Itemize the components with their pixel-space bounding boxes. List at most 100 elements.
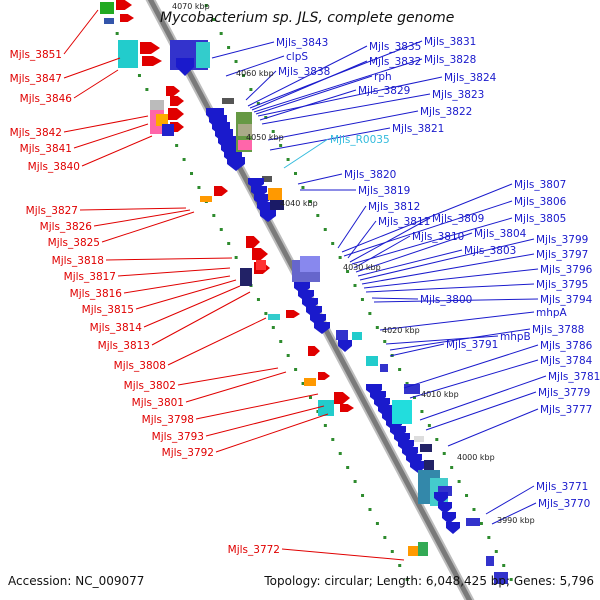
tick-dot: [286, 158, 290, 161]
gene-block: [380, 364, 388, 372]
gene-block: [466, 518, 480, 526]
leader-line: [389, 343, 445, 357]
tick-dot: [256, 102, 260, 105]
tick-dot: [294, 172, 298, 175]
tick-dot: [301, 382, 305, 385]
leader-line: [261, 93, 431, 125]
gene-label-forward: Mjls_3791: [446, 339, 498, 351]
leader-line: [63, 9, 99, 55]
gene-arrow: [246, 236, 260, 248]
tick-dot: [190, 172, 194, 175]
gene-label-reverse: Mjls_3792: [162, 447, 214, 459]
leader-line: [167, 317, 267, 366]
leader-line: [425, 391, 537, 431]
gene-arrow: [434, 492, 448, 504]
tick-dot: [137, 74, 141, 77]
leader-line: [389, 328, 531, 351]
scale-tick-labels: 4070 kbp 4060 kbp 4050 kbp 4040 kbp 4030…: [172, 2, 535, 525]
gene-block: [150, 100, 164, 110]
leader-line: [255, 75, 373, 115]
tick-dot: [308, 200, 312, 203]
leader-line: [257, 76, 443, 117]
gene-label-forward: Mjls_3800: [420, 294, 472, 306]
tick-dot: [494, 550, 498, 553]
gene-label-forward: Mjls_3794: [540, 294, 593, 306]
tick-dot: [487, 536, 491, 539]
tick-dot: [368, 508, 372, 511]
leader-line: [419, 375, 547, 421]
gene-arrow: [142, 56, 162, 66]
tick-label: 4070 kbp: [172, 2, 210, 11]
leader-line: [365, 283, 535, 293]
gene-label-reverse: Mjls_3840: [28, 161, 80, 173]
gene-block: [336, 330, 348, 340]
leader-line: [337, 205, 367, 249]
tick-dot: [316, 410, 320, 413]
leader-line: [225, 55, 285, 77]
tick-label: 4030 kbp: [343, 263, 381, 272]
gene-label-forward: Mjls_3822: [420, 106, 472, 118]
leader-line: [105, 257, 233, 261]
leader-line: [101, 211, 195, 243]
tick-dot: [383, 536, 387, 539]
leader-line: [447, 408, 539, 447]
gene-block: [494, 572, 508, 584]
tick-label: 4050 kbp: [246, 133, 284, 142]
gene-label-forward: Mjls_3803: [464, 245, 516, 257]
gene-arrow: [438, 502, 452, 514]
tick-dot: [271, 130, 275, 133]
gene-label-forward: Mjls_3829: [358, 85, 410, 97]
gene-label-reverse: Mjls_3816: [70, 288, 123, 300]
tick-dot: [256, 298, 260, 301]
gene-block: [118, 40, 138, 68]
leader-line: [353, 235, 411, 269]
gene-label-forward: Mjls_3811: [378, 216, 430, 228]
tick-dot: [264, 116, 268, 119]
gene-label-reverse: Mjls_3817: [64, 271, 116, 283]
gene-label-reverse: Mjls_3846: [20, 93, 73, 105]
gene-label-forward: Mjls_3820: [344, 169, 396, 181]
reverse-strand-labels: Mjls_3851Mjls_3847Mjls_3846Mjls_3842Mjls…: [10, 49, 280, 556]
gene-label-forward: Mjls_3788: [532, 324, 584, 336]
gene-block: [270, 200, 284, 210]
tick-dot: [234, 256, 238, 259]
tick-label: 4000 kbp: [457, 453, 495, 462]
tick-dot: [175, 144, 179, 147]
tick-dot: [509, 578, 513, 581]
tick-dot: [323, 424, 327, 427]
tick-dot: [375, 326, 379, 329]
tick-dot: [115, 32, 119, 35]
gene-block: [438, 486, 452, 496]
gene-block: [300, 256, 320, 272]
gene-label-reverse: Mjls_3802: [124, 380, 176, 392]
leader-line: [93, 209, 191, 227]
tick-dot: [145, 88, 149, 91]
tick-dot: [383, 340, 387, 343]
leader-line: [247, 45, 368, 107]
leader-line: [143, 285, 241, 328]
gene-label-forward: Mjls_3770: [538, 498, 590, 510]
gene-label-forward: Mjls_3821: [392, 123, 444, 135]
gene-arrow: [442, 512, 456, 524]
leader-line: [117, 267, 231, 277]
leader-line: [73, 69, 119, 99]
leader-line: [253, 58, 423, 113]
leader-line: [151, 291, 251, 346]
gene-label-forward: Mjls_3797: [536, 249, 588, 261]
gene-features: [100, 0, 508, 584]
gene-block: [200, 196, 212, 202]
leader-line: [79, 207, 187, 211]
gene-label-forward: mhpA: [536, 307, 568, 319]
gene-block: [392, 400, 412, 424]
gene-label-forward: Mjls_3786: [540, 340, 593, 352]
gene-arrow: [446, 522, 460, 534]
gene-label-reverse: Mjls_3818: [52, 255, 104, 267]
gene-label-reverse: Mjls_3847: [10, 73, 62, 85]
gene-block: [268, 188, 282, 200]
leader-line: [73, 123, 149, 149]
gene-block: [240, 268, 252, 286]
leader-line: [81, 135, 153, 167]
label-leader-lines: [63, 9, 547, 561]
gene-label-reverse: Mjls_3827: [26, 205, 78, 217]
